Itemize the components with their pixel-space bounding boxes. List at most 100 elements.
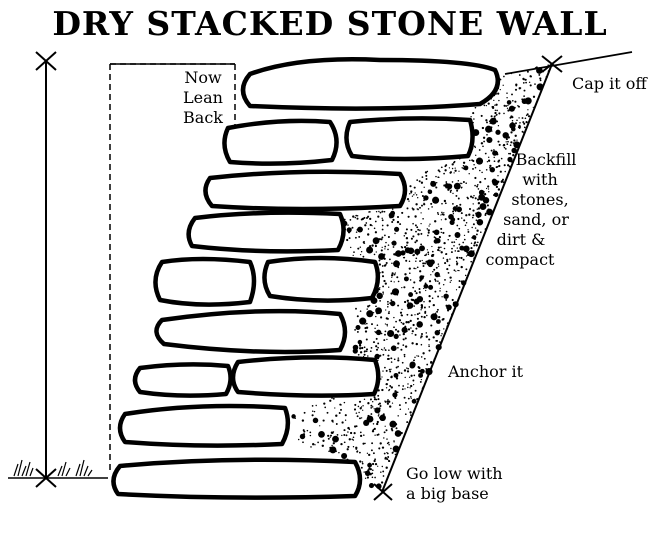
backfill-dot	[507, 164, 510, 167]
backfill-dot	[444, 279, 446, 281]
backfill-dot	[381, 246, 383, 249]
backfill-dot	[450, 279, 452, 282]
backfill-dot	[343, 401, 346, 404]
backfill-dot	[473, 163, 475, 166]
backfill-dot	[353, 251, 355, 253]
backfill-dot	[460, 187, 463, 189]
backfill-dot	[406, 302, 414, 309]
backfill-dot	[428, 294, 431, 298]
backfill-dot	[467, 229, 469, 231]
backfill-dot	[453, 269, 456, 272]
backfill-dot	[364, 477, 367, 479]
backfill-dot	[382, 354, 384, 356]
backfill-dot	[497, 175, 499, 177]
backfill-dot	[414, 290, 417, 293]
backfill-dot	[408, 292, 414, 298]
backfill-dot	[387, 312, 390, 315]
backfill-dot	[436, 339, 438, 342]
backfill-dot	[387, 303, 389, 306]
backfill-dot	[456, 224, 459, 227]
label-backfill: Backfill with stones, sand, or dirt & co…	[485, 150, 577, 269]
backfill-dot	[486, 121, 488, 124]
backfill-dot	[434, 280, 437, 282]
backfill-dot	[444, 262, 447, 265]
backfill-dot	[486, 136, 493, 144]
backfill-dot	[394, 396, 396, 399]
backfill-dot	[479, 181, 482, 184]
backfill-dot	[359, 351, 363, 354]
backfill-dot	[371, 244, 374, 247]
backfill-dot	[400, 348, 403, 351]
backfill-dot	[485, 105, 487, 107]
backfill-dot	[477, 211, 479, 213]
backfill-dot	[440, 246, 442, 248]
backfill-dot	[427, 253, 430, 256]
backfill-dot	[423, 287, 425, 290]
backfill-dot	[459, 245, 465, 251]
backfill-dot	[409, 279, 412, 281]
backfill-dot	[434, 220, 437, 223]
backfill-dot	[449, 281, 452, 283]
backfill-dot	[371, 406, 374, 408]
backfill-dot	[425, 178, 428, 180]
backfill-dot	[381, 217, 383, 220]
backfill-dot	[375, 309, 378, 312]
backfill-dot	[360, 406, 363, 408]
backfill-dot	[435, 237, 437, 240]
backfill-dot	[391, 241, 394, 244]
backfill-dot	[430, 324, 433, 327]
backfill-dot	[454, 232, 461, 238]
backfill-dot	[322, 419, 325, 422]
backfill-dot	[420, 378, 423, 381]
backfill-dot	[402, 385, 405, 387]
backfill-dot	[343, 434, 346, 436]
backfill-dot	[478, 215, 481, 218]
backfill-dot	[473, 118, 475, 120]
backfill-dot	[444, 218, 447, 221]
backfill-dot	[539, 77, 542, 80]
backfill-dot	[415, 203, 418, 206]
backfill-dot	[423, 195, 429, 201]
backfill-dot	[395, 377, 399, 380]
backfill-dot	[421, 176, 424, 179]
backfill-dot	[376, 324, 379, 326]
backfill-dot	[455, 194, 458, 197]
backfill-dot	[367, 228, 370, 230]
backfill-dot	[443, 172, 445, 175]
backfill-dot	[419, 380, 422, 383]
backfill-dot	[414, 192, 416, 194]
backfill-dot	[458, 243, 461, 246]
backfill-dot	[475, 233, 478, 236]
backfill-dot	[457, 179, 460, 182]
backfill-dot	[373, 227, 376, 230]
backfill-dot	[437, 246, 441, 249]
backfill-dot	[331, 444, 333, 447]
backfill-dot	[463, 238, 466, 241]
backfill-dot	[362, 409, 364, 411]
backfill-dot	[514, 88, 518, 91]
backfill-dot	[382, 470, 385, 473]
backfill-dot	[367, 414, 370, 418]
stones	[111, 57, 501, 500]
backfill-dot	[437, 248, 440, 252]
backfill-dot	[507, 136, 510, 139]
backfill-dot	[413, 186, 416, 189]
backfill-dot	[452, 203, 454, 205]
backfill-dot	[414, 389, 417, 392]
backfill-dot	[366, 310, 374, 318]
backfill-dot	[391, 288, 400, 296]
backfill-dot	[378, 253, 385, 260]
backfill-dot	[474, 176, 477, 180]
backfill-dot	[365, 338, 368, 341]
backfill-dot	[390, 345, 397, 352]
backfill-dot	[461, 280, 463, 282]
backfill-dot	[425, 332, 428, 334]
backfill-dot	[380, 316, 383, 319]
backfill-dot	[375, 348, 379, 351]
backfill-dot	[442, 213, 445, 216]
backfill-dot	[393, 260, 400, 268]
backfill-dot	[528, 81, 531, 84]
backfill-dot	[509, 152, 512, 155]
backfill-dot	[356, 315, 359, 318]
